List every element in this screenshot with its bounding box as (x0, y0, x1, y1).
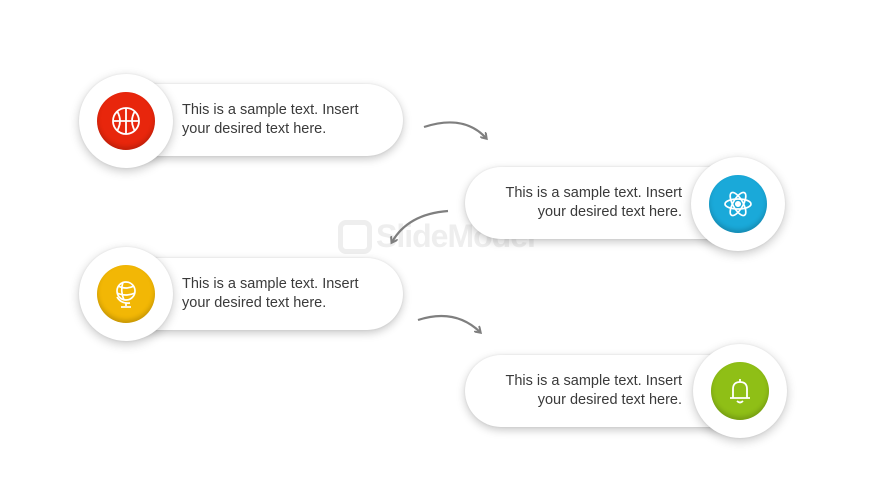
bell-icon (711, 362, 769, 420)
step-badge-3 (79, 247, 173, 341)
basketball-icon (97, 92, 155, 150)
globe-icon (97, 265, 155, 323)
arrow-2-to-3 (392, 209, 449, 242)
step-badge-4 (693, 344, 787, 438)
arrow-3-to-4 (417, 314, 480, 332)
arrow-1-to-2 (423, 121, 486, 138)
step-text-1: This is a sample text. Insert your desir… (182, 102, 359, 137)
atom-icon (709, 175, 767, 233)
step-text-4: This is a sample text. Insert your desir… (505, 373, 682, 408)
step-badge-2 (691, 157, 785, 251)
step-text-3: This is a sample text. Insert your desir… (182, 276, 359, 311)
step-card-1: This is a sample text. Insert your desir… (92, 84, 403, 156)
step-text-2: This is a sample text. Insert your desir… (505, 185, 682, 220)
step-badge-1 (79, 74, 173, 168)
watermark-logo (338, 219, 372, 254)
